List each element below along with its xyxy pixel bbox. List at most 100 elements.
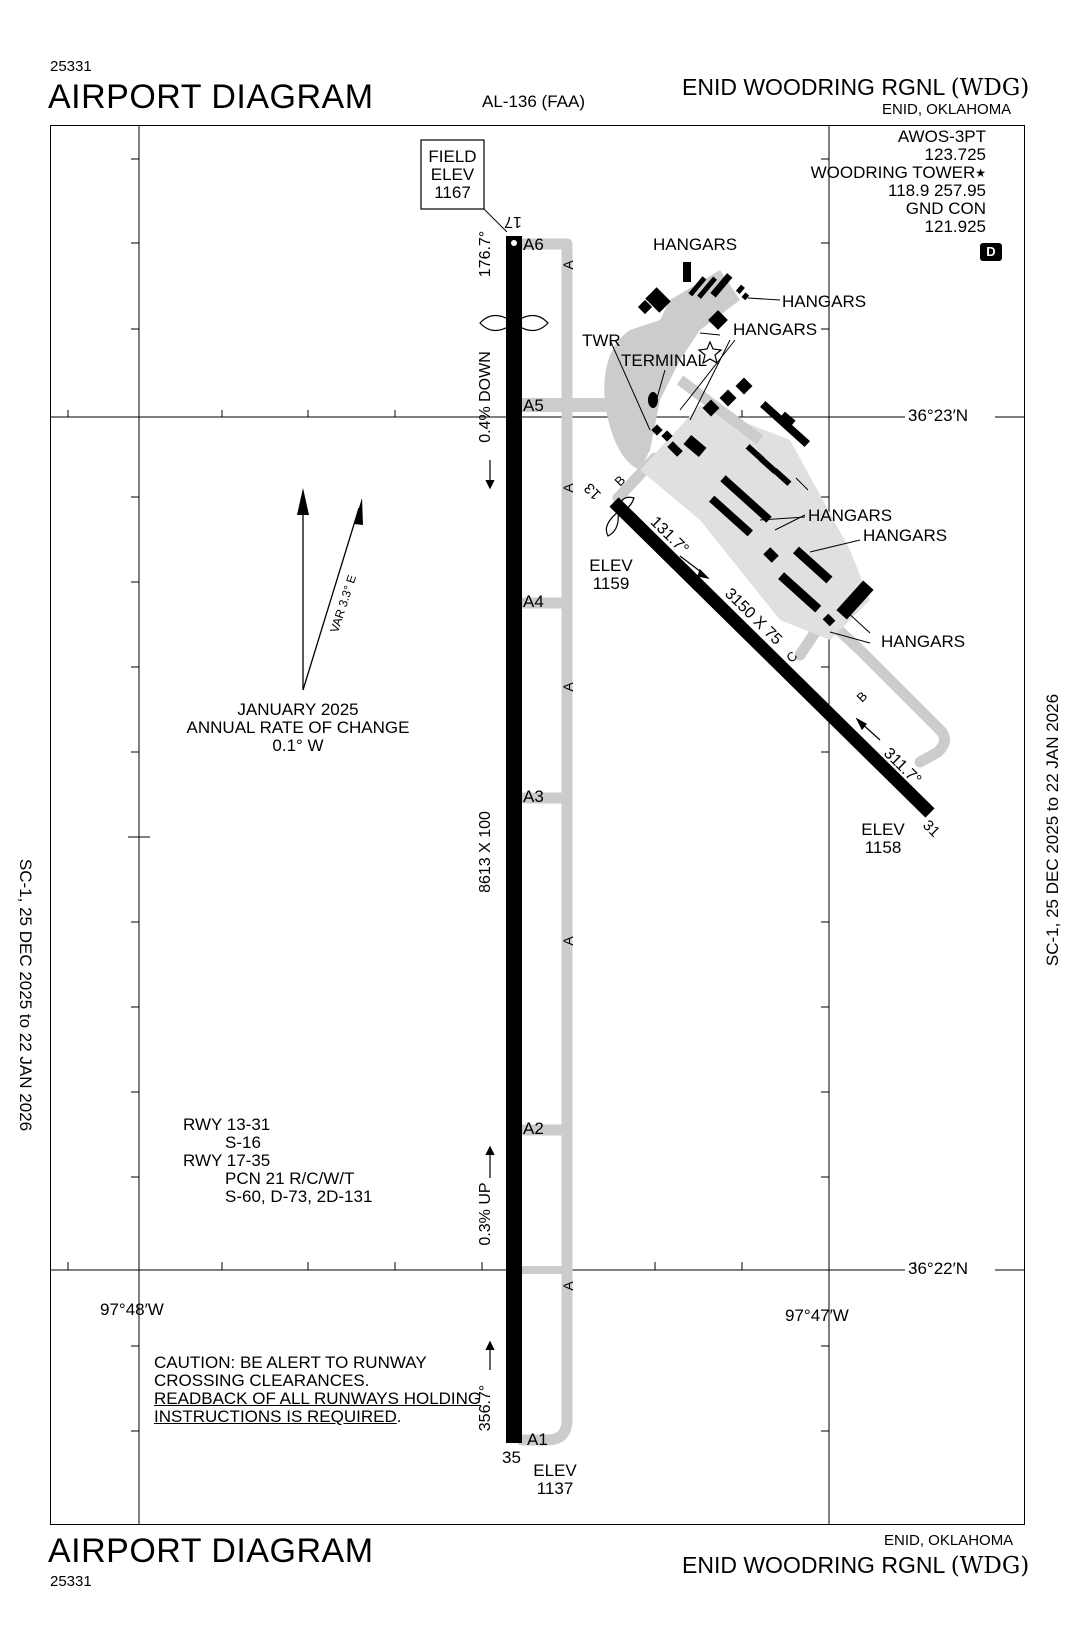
taxiway-b [612,452,950,768]
elev-13: ELEV 1159 [586,557,636,593]
elev-35-label: ELEV [533,1461,577,1480]
magnetic-north-arrowhead [354,498,363,525]
hangar-building [822,613,836,627]
runway-17-threshold-marker [511,240,517,246]
hangar-building [708,310,728,330]
grid-ticks [67,158,916,1432]
hangar-building [651,424,663,436]
hangar-building [760,400,810,448]
heading-17-label: 176.7° [477,231,494,277]
runway-31-label: 31 [919,817,943,841]
caution-line-4: INSTRUCTIONS IS REQUIRED [154,1407,397,1426]
hangars-label: HANGARS [653,235,738,254]
hangars-label: HANGARS [881,632,966,651]
elev-13-value: 1159 [592,574,630,593]
terminal-icon [697,340,723,365]
hangar-building [792,546,833,584]
slope-up-label: 0.3% UP [477,1182,494,1245]
taxiway-a4-label: A4 [523,592,544,611]
hangar-building [735,377,753,395]
ramp-area [604,270,740,470]
taxiway-b-label: B [853,688,870,705]
taxiway-a-label: A [560,483,576,493]
caution-note: CAUTION: BE ALERT TO RUNWAY CROSSING CLE… [154,1354,481,1426]
tower-frequency: 118.9 257.95 [888,181,986,200]
rotating-beacon-icon [605,496,635,537]
rotating-beacon-icon [479,314,549,332]
runway-13-31 [609,497,935,818]
true-north-arrowhead [297,488,309,515]
pcn-line-2: S-16 [225,1133,261,1152]
field-elev-box [420,139,485,210]
pcn-notes: RWY 13-31 S-16 RWY 17-35 PCN 21 R/C/W/T … [183,1116,372,1206]
apron-area [640,405,870,640]
taxiway-apron-link [676,375,764,445]
chart-id-top: 25331 [50,58,92,75]
hangar-building [778,411,796,429]
mag-rate: 0.1° W [272,736,324,755]
hangar-building [836,580,874,620]
field-elev-label1: FIELD [428,147,477,166]
hangars-label: HANGARS [808,506,893,525]
airport-name-text-bottom: ENID WOODRING RGNL [682,1552,945,1578]
hangar-building [719,389,737,407]
graticule [50,125,1025,1525]
city-top: ENID, OKLAHOMA [882,101,1012,118]
twr-label: TWR [582,331,621,350]
building-group [637,262,874,627]
mag-var-label: VAR 3.3° E [327,573,359,634]
ground-frequency: 121.925 [924,217,986,236]
comms-block: AWOS-3PT 123.725 WOODRING TOWER★ 118.9 2… [811,128,986,236]
field-elev: FIELD ELEV 1167 [421,148,484,202]
pcn-line-5: S-60, D-73, 2D-131 [225,1187,373,1206]
hangar-building [697,276,718,299]
hangar-building [745,444,765,462]
title-bottom: AIRPORT DIAGRAM [48,1532,374,1570]
caution-line-3: READBACK OF ALL RUNWAYS HOLDING [154,1389,482,1408]
hangar-building [778,572,822,613]
pcn-line-1: RWY 13-31 [183,1115,271,1134]
hangar-building [688,276,707,297]
runway-17-35 [506,236,522,1443]
airport-name-bottom: ENID WOODRING RGNL (WDG) [682,1552,1029,1579]
diagram-frame [50,125,1025,1525]
taxiway-a-label: A [560,936,576,946]
runway-17-35-dims: 8613 X 100 [477,811,494,893]
airport-code: (WDG) [950,75,1030,101]
taxiway-a5-label: A5 [523,396,544,415]
taxiway-a [516,238,573,1446]
awos-label: AWOS-3PT [897,127,986,146]
hangar-building [667,441,683,457]
caution-line-1: CAUTION: BE ALERT TO RUNWAY [154,1353,427,1372]
hangar-building [735,284,745,294]
lon-right: 97°47′W [785,1306,849,1325]
hangar-building [741,292,750,301]
elev-35: ELEV 1137 [530,1462,580,1498]
taxiway-a-label: A [560,1281,576,1291]
elev-35-value: 1137 [536,1479,574,1498]
magnetic-variation-arrows [297,488,363,691]
elev-31-value: 1158 [864,838,902,857]
hangar-building [637,299,653,315]
tower-building [648,392,658,408]
title-top: AIRPORT DIAGRAM [48,78,374,116]
ground-label: GND CON [905,199,986,218]
procedure-number: AL-136 (FAA) [482,92,585,111]
tower-label: WOODRING TOWER★ [811,164,986,182]
mag-rate-label: ANNUAL RATE OF CHANGE [186,718,410,737]
hangar-building [645,287,671,313]
hangars-label: HANGARS [733,320,818,339]
awos-frequency: 123.725 [924,145,986,164]
lat-bottom: 36°22′N [908,1259,969,1278]
taxiway-a1-label: A1 [527,1430,548,1449]
taxiway-a-label: A [560,260,576,270]
hangar-building [763,547,779,563]
airport-code-bottom: (WDG) [950,1553,1030,1579]
lat-top: 36°23′N [908,406,969,425]
terminal-label: TERMINAL [621,351,707,370]
hangar-building [758,456,778,474]
taxiway-a3-label: A3 [523,787,544,806]
field-elev-label2: ELEV [430,165,475,184]
city-bottom: ENID, OKLAHOMA [884,1532,1014,1549]
